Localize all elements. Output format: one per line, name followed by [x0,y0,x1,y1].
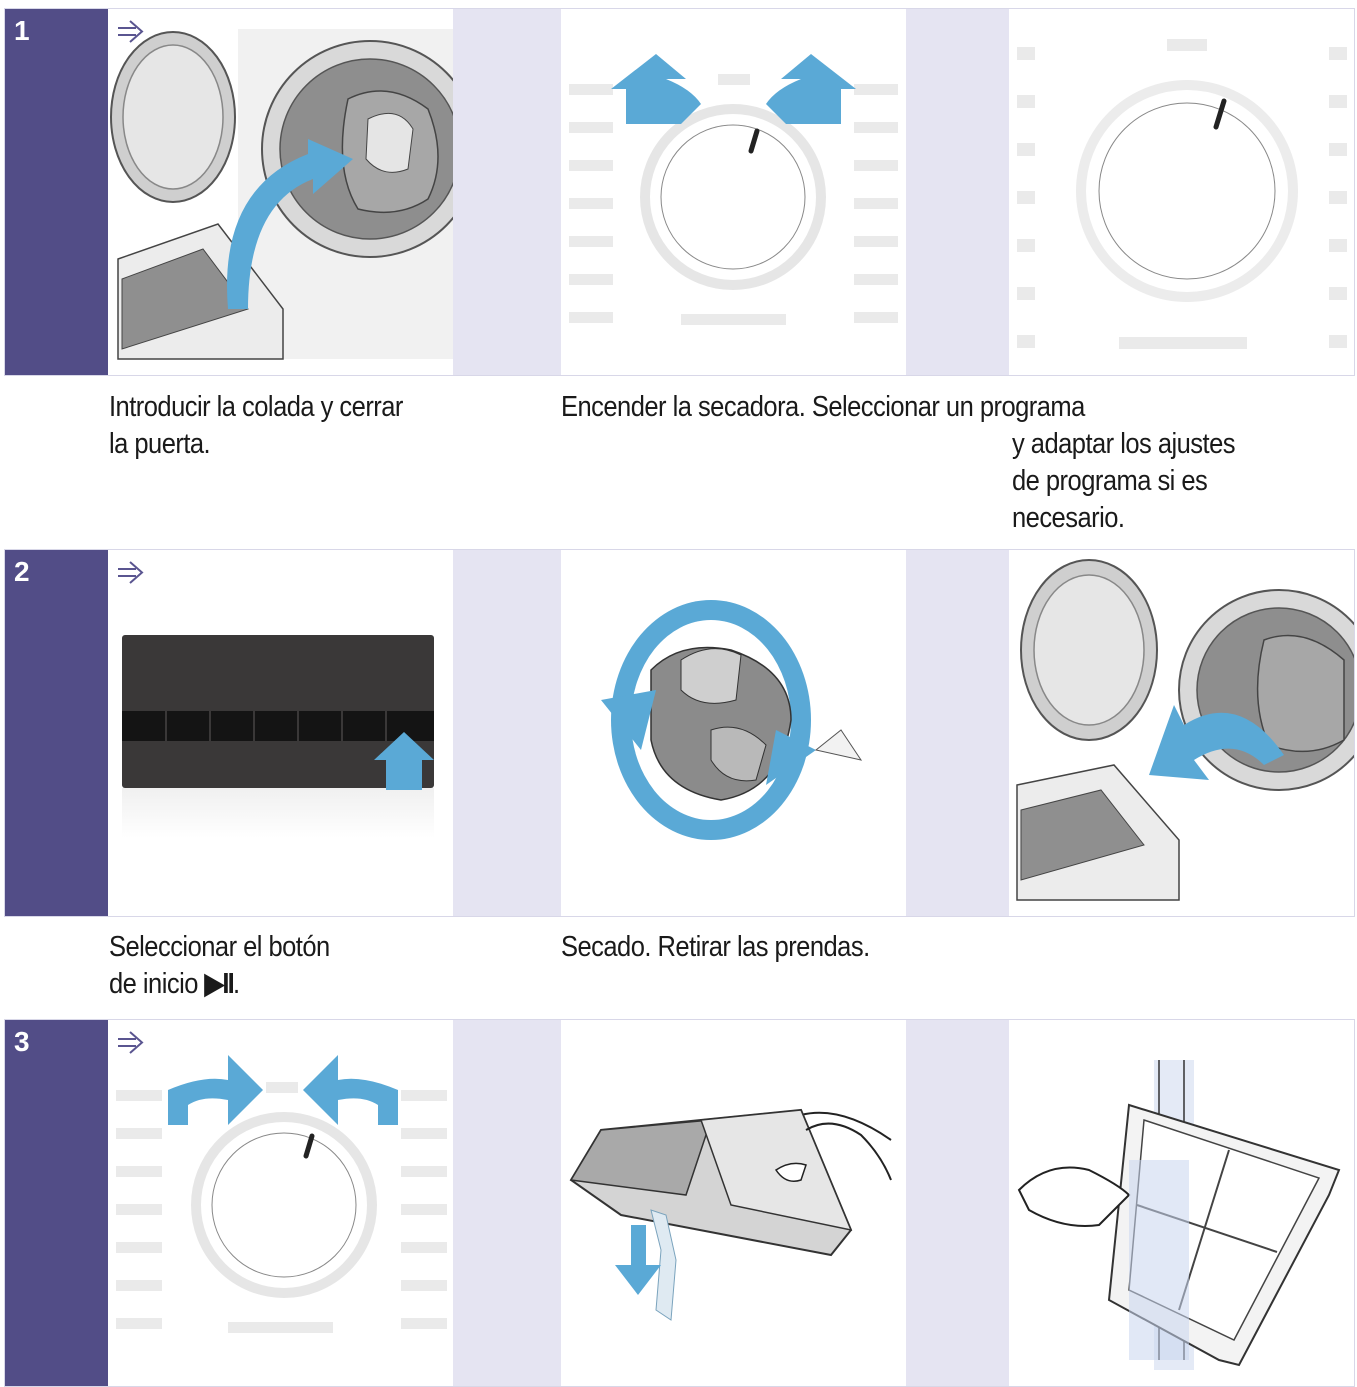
curved-arrow-icon [1149,705,1284,780]
step-1-caption-program: y adaptar los ajustes de programa si es … [1012,426,1236,537]
step-1-caption-dial: Encender la secadora. Seleccionar un pro… [561,391,1085,423]
illustration-turn-dial-on [561,9,906,375]
caption-text: de inicio [109,968,205,1000]
step-3-badge: 3 [5,1020,108,1386]
caption-line: de inicio ▶II. [109,966,330,1003]
caption-text: . [232,968,240,1000]
right-arrow-icon [118,20,144,43]
step-2-row: 2 [4,549,1355,917]
illustration-empty-water-tank [561,1020,906,1386]
illustration-clean-filter [1009,1020,1354,1386]
caption-line: Introducir la colada y cerrar [109,391,403,423]
illustration-select-program [1009,9,1354,375]
down-arrow-icon [615,1225,661,1295]
up-arrow-icon [374,732,434,790]
step-1-badge: 1 [5,9,108,375]
start-pause-icon: ▶II [204,968,234,1000]
step-number: 3 [14,1026,30,1057]
caption-line: Seleccionar el botón [109,931,330,963]
step-1-row: 1 [4,8,1355,376]
step-2-badge: 2 [5,550,108,916]
caption-line: de programa si es [1012,465,1208,497]
illustration-drying [561,550,906,916]
right-arrow-icon [118,561,144,584]
illustration-unload-laundry [1009,550,1354,916]
caption-line: la puerta. [109,428,211,460]
illustration-start-button [108,550,453,916]
step-number: 2 [14,556,30,587]
step-2-caption-dry: Secado. Retirar las prendas. [561,931,870,963]
right-arrow-icon [118,1031,144,1054]
step-2-caption-start: Seleccionar el botón de inicio ▶II. [109,929,330,1003]
step-1-caption-load: Introducir la colada y cerrar la puerta. [109,389,403,463]
caption-line: necesario. [1012,502,1125,534]
illustration-load-laundry [108,9,453,375]
caption-line: y adaptar los ajustes [1012,428,1236,460]
step-3-row: 3 [4,1019,1355,1387]
illustration-turn-dial-off [108,1020,453,1386]
step-number: 1 [14,15,30,46]
